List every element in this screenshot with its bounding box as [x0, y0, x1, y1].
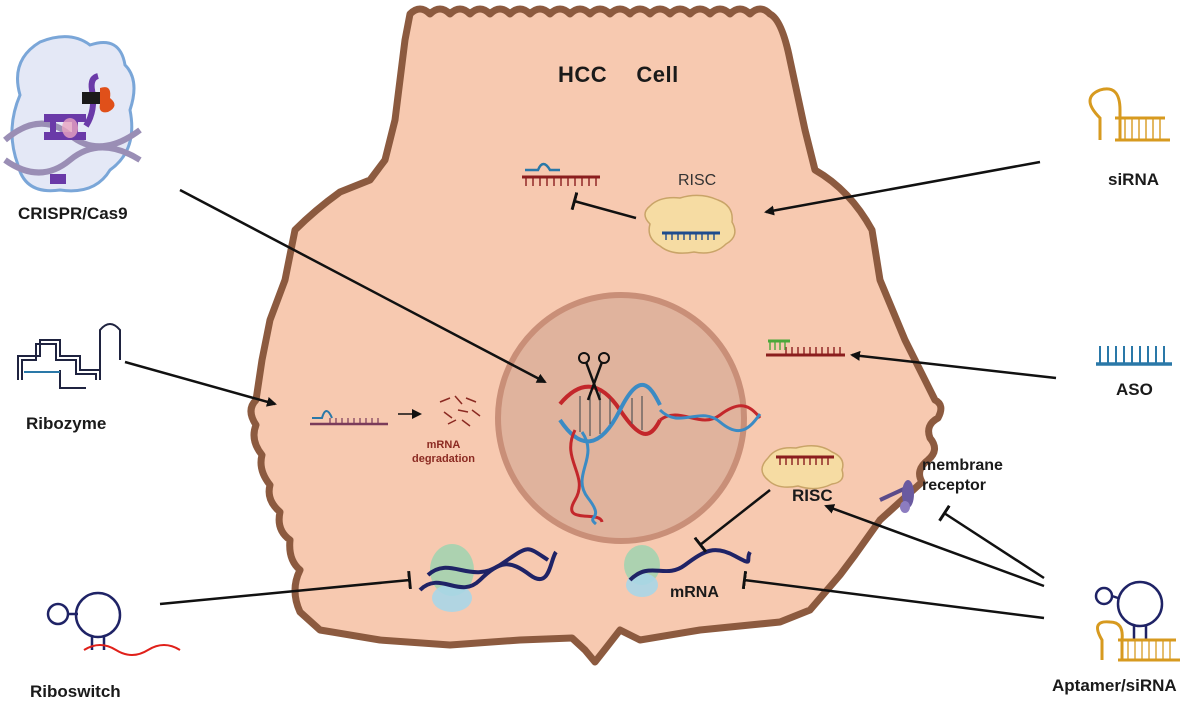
risc-complex-lower: [761, 445, 844, 490]
label-ribozyme: Ribozyme: [26, 414, 107, 433]
crispr-cas9-icon: [3, 35, 142, 193]
label-membrane-line2: receptor: [922, 477, 987, 494]
inhibit-aptamer-to-receptor: [938, 504, 1045, 580]
riboswitch-icon: [46, 591, 181, 656]
inhibit-riboswitch-to-mrna: [159, 570, 412, 606]
risc-complex-top: [644, 194, 736, 254]
inhibit-aptamer-to-mrna: [741, 570, 1045, 620]
label-mrna-degradation: mRNA degradation: [412, 438, 475, 466]
arrow-ribozyme-to-cell: [124, 360, 277, 407]
aso-target-mrna: [766, 339, 845, 357]
nucleus: [495, 292, 747, 544]
dna-helix: [558, 383, 762, 526]
ribosome-left: [430, 544, 474, 612]
label-mrna: mRNA: [670, 584, 719, 601]
inhibit-risc-to-mrna: [693, 489, 771, 553]
aso-icon: [1096, 346, 1172, 366]
arrow-crispr-to-nucleus: [179, 188, 547, 384]
mrna-strand-left-2: [426, 547, 550, 577]
arrow-aptamer-to-risc: [824, 504, 1045, 588]
inhibit-risc-to-target-top: [570, 192, 637, 220]
label-risc-lower: RISC: [792, 486, 833, 505]
label-membrane-receptor: membrane receptor: [922, 456, 1003, 496]
label-membrane-line1: membrane: [922, 457, 1003, 474]
label-aptamer-sirna: Aptamer/siRNA: [1052, 676, 1177, 695]
label-riboswitch: Riboswitch: [30, 682, 121, 701]
cell-title-cell: Cell: [636, 62, 679, 87]
mrna-fragments-icon: [439, 395, 481, 427]
label-mrna-degradation-line1: mRNA: [426, 439, 461, 451]
arrow-aso-to-target: [850, 350, 1057, 380]
label-risc-top: RISC: [678, 172, 717, 189]
membrane-receptor-icon: [879, 480, 914, 513]
label-mrna-degradation-line2: degradation: [412, 453, 475, 465]
sirna-icon: [1088, 87, 1170, 142]
cell-title: HCC Cell: [558, 62, 679, 88]
mrna-strand-right: [628, 548, 752, 582]
ribozyme-icon: [17, 323, 121, 389]
hcc-cell: [247, 5, 945, 666]
label-sirna: siRNA: [1108, 170, 1160, 189]
scissors-icon: [578, 352, 610, 401]
ribozyme-target-mrna: [310, 410, 388, 426]
label-aso: ASO: [1116, 380, 1153, 399]
arrow-sirna-to-risc: [764, 160, 1041, 216]
target-mrna-top: [522, 162, 600, 186]
label-crispr-cas9: CRISPR/Cas9: [18, 204, 128, 223]
aptamer-sirna-icon: [1094, 580, 1180, 662]
cell-title-hcc: HCC: [558, 62, 608, 87]
